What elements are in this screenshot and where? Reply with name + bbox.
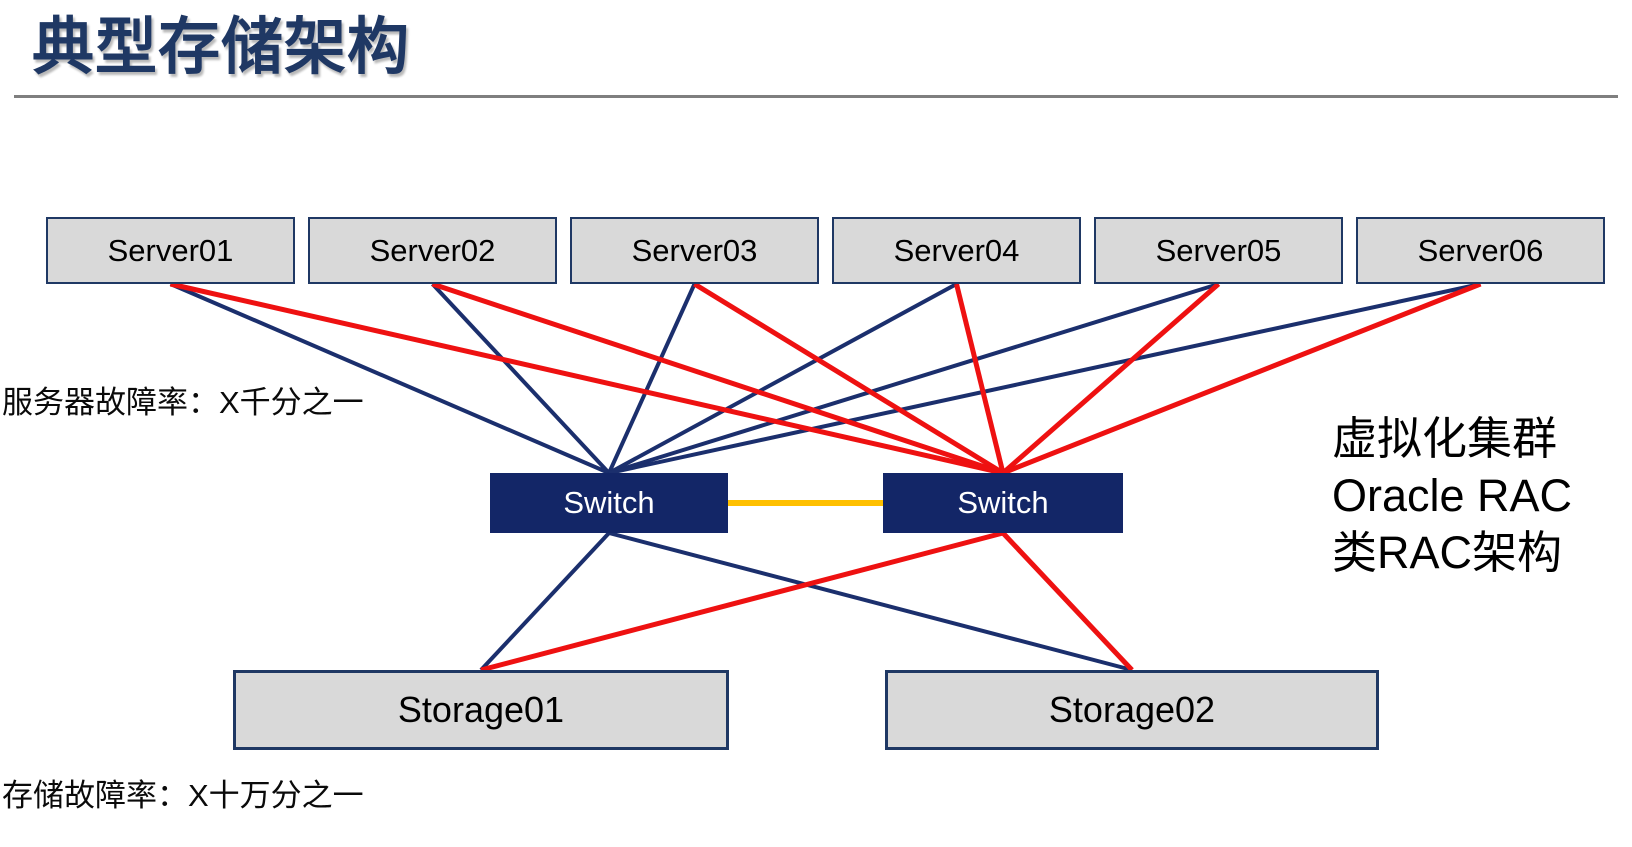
architecture-side-note: 虚拟化集群 Oracle RAC 类RAC架构 (1332, 410, 1572, 581)
server06-box: Server06 (1356, 217, 1605, 284)
server04-label: Server04 (893, 232, 1020, 268)
connection-server03-switch1 (607, 283, 697, 474)
title-underline (14, 95, 1618, 98)
connection-server03-switch2 (693, 281, 1005, 476)
connection-switch1-storage2 (608, 531, 1133, 672)
side-note-line-1: 虚拟化集群 (1332, 413, 1558, 464)
server06-label: Server06 (1417, 232, 1544, 268)
server03-label: Server03 (631, 232, 758, 268)
server02-box: Server02 (308, 217, 557, 284)
side-note-line-2: Oracle RAC (1332, 470, 1573, 521)
connection-server01-switch1 (169, 282, 610, 475)
switch-right-label: Switch (957, 485, 1049, 520)
connection-server06-switch1 (608, 282, 1481, 475)
connection-server04-switch1 (608, 282, 958, 475)
storage-failure-rate-label: 存储故障率：X十万分之一 (2, 778, 364, 813)
storage01-box: Storage01 (233, 670, 729, 750)
server04-box: Server04 (832, 217, 1081, 284)
connection-server06-switch2 (1002, 281, 1482, 476)
side-note-line-3: 类RAC架构 (1332, 527, 1563, 578)
connection-server05-switch2 (1001, 282, 1221, 475)
switch-left-label: Switch (563, 485, 655, 520)
server05-label: Server05 (1155, 232, 1282, 268)
connection-switch2-storage2 (1001, 531, 1134, 672)
switch-left-box: Switch (490, 473, 728, 533)
connection-switch2-storage1 (480, 530, 1004, 673)
server01-box: Server01 (46, 217, 295, 284)
connection-server01-switch2 (169, 281, 1004, 476)
storage02-box: Storage02 (885, 670, 1379, 750)
connection-server04-switch2 (954, 283, 1006, 474)
connection-server02-switch2 (431, 281, 1004, 476)
connection-switch1-storage1 (479, 531, 611, 672)
connection-server05-switch1 (608, 282, 1220, 475)
server05-box: Server05 (1094, 217, 1343, 284)
server-failure-rate-label: 服务器故障率：X千分之一 (2, 385, 364, 420)
switch-right-box: Switch (883, 473, 1123, 533)
page-title: 典型存储架构 (32, 13, 411, 82)
server03-box: Server03 (570, 217, 819, 284)
server01-label: Server01 (107, 232, 234, 268)
storage01-label: Storage01 (397, 689, 565, 730)
server02-label: Server02 (369, 232, 496, 268)
connection-server02-switch1 (431, 282, 611, 475)
storage02-label: Storage02 (1048, 689, 1216, 730)
